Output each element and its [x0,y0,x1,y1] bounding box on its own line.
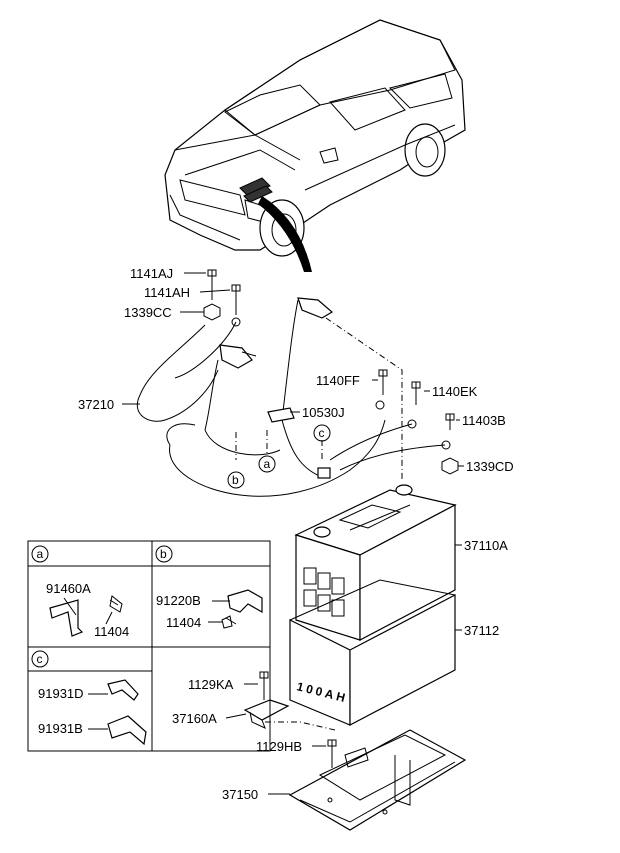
detail-boxes: a 91460A 11404 b 91220B 11404 c 91931D 9… [27,540,271,752]
battery-cable-assembly [137,269,459,497]
detail-b-part1: 91220B [156,593,201,608]
battery-tray [288,729,467,831]
location-markers: c a b [227,424,331,489]
detail-b-part2: 11404 [166,615,201,630]
detail-b-marker [155,545,173,563]
battery-assembly [294,484,457,641]
detail-c-letter: c [37,652,43,666]
detail-c-part1: 91931D [38,686,84,701]
detail-a-part2: 11404 [94,624,129,639]
callout-1140EK: 1140EK [432,384,478,399]
callout-37150: 37150 [222,787,258,802]
detail-a-letter: a [37,547,44,561]
callout-1141AH: 1141AH [144,285,190,300]
marker-c: c [319,426,325,440]
callout-37210: 37210 [78,397,114,412]
callout-labels: 1141AJ 1141AH 1339CC 37210 1140FF 1140EK… [78,266,514,802]
callout-1339CD: 1339CD [466,459,514,474]
callout-37112: 37112 [464,623,499,638]
callout-1140FF: 1140FF [316,373,360,388]
detail-c-marker [31,650,49,668]
callout-1141AJ: 1141AJ [130,266,173,281]
detail-b-letter: b [160,547,167,561]
detail-a-marker [31,545,49,563]
callout-37160A: 37160A [172,711,217,726]
leader-lines [122,272,464,795]
callout-10530J: 10530J [302,405,345,420]
callout-1339CC: 1339CC [124,305,172,320]
marker-a: a [264,457,271,471]
callout-1129KA: 1129KA [188,677,234,692]
callout-1129HB: 1129HB [256,739,302,754]
marker-b: b [232,473,239,487]
callout-11403B: 11403B [462,413,506,428]
vehicle-illustration [164,19,466,272]
battery-clamp-bracket [243,671,336,731]
battery-insulator: 100AH [289,579,456,726]
callout-37110A: 37110A [464,538,508,553]
detail-c-part2: 91931B [38,721,83,736]
detail-a-part1: 91460A [46,581,91,596]
